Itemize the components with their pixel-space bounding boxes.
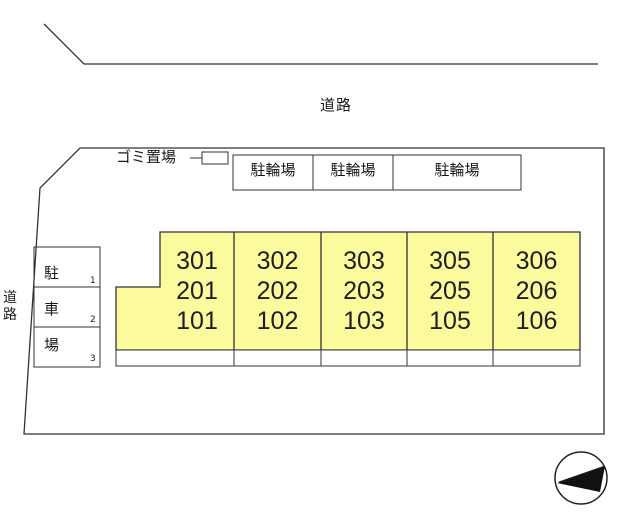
unit-number: 205 bbox=[429, 277, 471, 305]
unit-number: 305 bbox=[429, 247, 471, 275]
road-label-top: 道路 bbox=[320, 96, 353, 114]
compass-icon bbox=[554, 451, 608, 505]
unit-number: 206 bbox=[515, 277, 558, 305]
garbage-area-label: ゴミ置場 bbox=[116, 148, 177, 166]
unit-stack: 303 203 103 bbox=[321, 246, 407, 336]
unit-number: 106 bbox=[515, 307, 558, 335]
unit-number: 306 bbox=[515, 247, 558, 275]
unit-number: 103 bbox=[343, 307, 385, 335]
parking-space-number: 3 bbox=[90, 354, 96, 364]
lot-boundary bbox=[23, 147, 605, 435]
balcony-strip bbox=[115, 349, 581, 367]
car-parking-block bbox=[33, 246, 101, 368]
unit-number: 101 bbox=[176, 307, 218, 335]
unit-number: 102 bbox=[256, 307, 299, 335]
parking-space-number: 1 bbox=[90, 276, 96, 286]
parking-space-number: 2 bbox=[90, 315, 96, 325]
unit-stack: 301 201 101 bbox=[165, 246, 229, 336]
road-label-left: 道路 bbox=[3, 290, 17, 323]
unit-stack: 302 202 102 bbox=[234, 246, 321, 336]
bike-parking-label: 駐輪場 bbox=[330, 161, 376, 179]
unit-stack: 305 205 105 bbox=[407, 246, 493, 336]
unit-stack: 306 206 106 bbox=[493, 246, 580, 336]
bike-parking-label: 駐輪場 bbox=[434, 161, 480, 179]
unit-number: 203 bbox=[343, 277, 385, 305]
unit-number: 303 bbox=[343, 247, 385, 275]
unit-number: 202 bbox=[256, 277, 299, 305]
unit-number: 301 bbox=[176, 247, 218, 275]
car-parking-char: 車 bbox=[44, 300, 60, 318]
car-parking-char: 駐 bbox=[44, 264, 60, 282]
bike-parking-label: 駐輪場 bbox=[250, 161, 296, 179]
unit-number: 105 bbox=[429, 307, 471, 335]
unit-number: 302 bbox=[256, 247, 299, 275]
road-edge-line bbox=[43, 23, 598, 65]
unit-number: 201 bbox=[176, 277, 218, 305]
garbage-box bbox=[201, 151, 229, 165]
car-parking-char: 場 bbox=[44, 336, 60, 354]
bike-parking-block bbox=[232, 154, 522, 191]
